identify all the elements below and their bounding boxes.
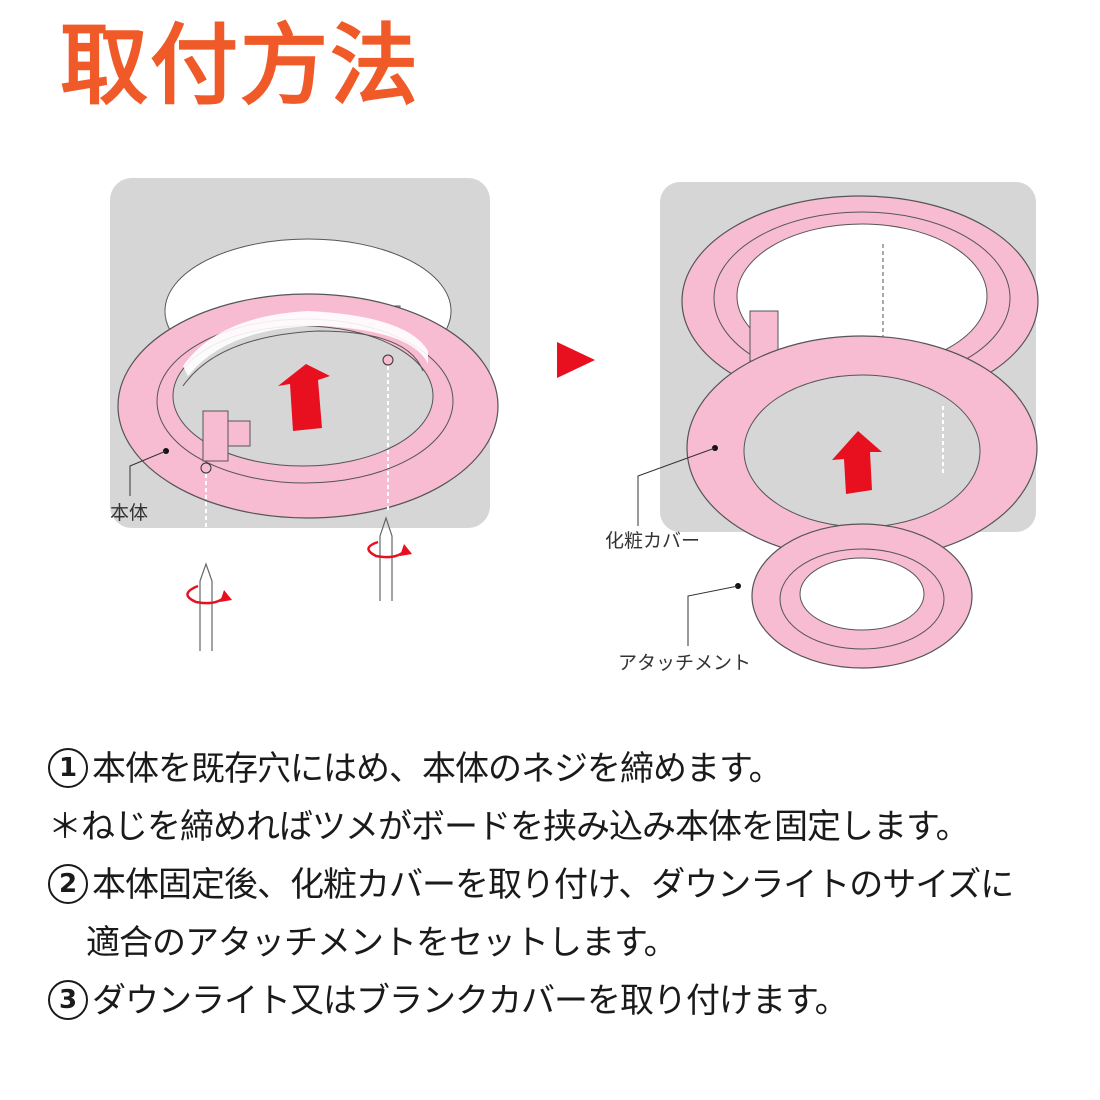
- step-text: 本体を既存穴にはめ、本体のネジを締めます。: [92, 749, 783, 789]
- up-arrow-icon: [832, 431, 882, 494]
- step-text: 適合のアタッチメントをセットします。: [86, 923, 678, 963]
- body-label: 本体: [110, 502, 149, 524]
- up-arrow-icon: [278, 364, 330, 431]
- step-2-continued: 適合のアタッチメントをセットします。: [48, 914, 1088, 972]
- step-number-badge: 3: [48, 980, 88, 1020]
- step-number-badge: 1: [48, 748, 88, 788]
- rotation-arrow-icon: [186, 540, 412, 605]
- step-note-text: ＊ねじを締めればツメがボードを挟み込み本体を固定します。: [48, 807, 970, 847]
- step-text: ダウンライト又はブランクカバーを取り付けます。: [92, 981, 849, 1021]
- cover-label: 化粧カバー: [605, 530, 701, 552]
- next-arrow-icon: [555, 340, 597, 380]
- step-1-note: ＊ねじを締めればツメがボードを挟み込み本体を固定します。: [48, 798, 1088, 856]
- attachment-label: アタッチメント: [618, 652, 752, 674]
- step2-illustration: 化粧カバー アタッチメント: [600, 176, 1050, 686]
- screwdriver-icon: [199, 516, 393, 651]
- step-number-badge: 2: [48, 864, 88, 904]
- step-text: 本体固定後、化粧カバーを取り付け、ダウンライトのサイズに: [92, 865, 1014, 905]
- page-title: 取付方法: [60, 14, 421, 117]
- step1-illustration: 本体: [108, 176, 508, 666]
